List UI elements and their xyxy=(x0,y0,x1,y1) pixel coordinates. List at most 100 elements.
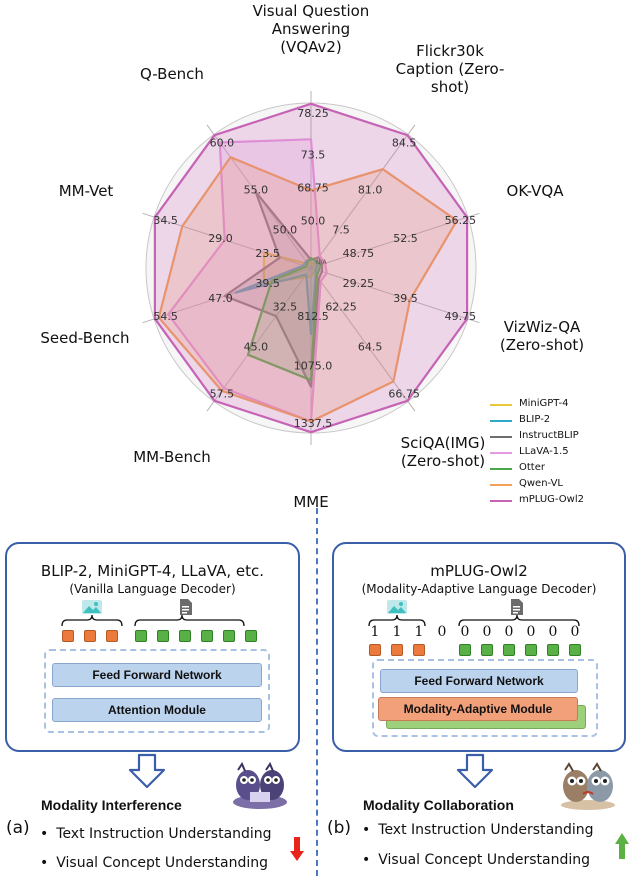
axis-label: OK-VQA xyxy=(507,182,565,200)
attention-block: Attention Module xyxy=(52,698,262,722)
down-arrow-icon xyxy=(128,753,166,789)
token-braces xyxy=(368,614,580,627)
tick-label: 84.5 xyxy=(392,137,417,150)
legend-label: Otter xyxy=(519,462,545,473)
down-arrow-icon xyxy=(456,753,494,789)
tick-label: 52.5 xyxy=(393,232,418,245)
axis-label: MM-Bench xyxy=(133,448,211,466)
bullet-visual-concept-left: •Visual Concept Understanding xyxy=(40,855,269,871)
tick-label: 1075.0 xyxy=(294,359,333,372)
image-token xyxy=(369,644,381,656)
series-mplug-owl2 xyxy=(153,102,469,434)
tick-label: 62.25 xyxy=(325,301,357,314)
document-icon xyxy=(511,599,523,615)
tick-label: 78.25 xyxy=(297,107,329,120)
tick-label: 45.0 xyxy=(244,341,269,354)
up-arrow-icon xyxy=(615,833,629,859)
right-panel-subtitle: (Modality-Adaptive Language Decoder) xyxy=(361,582,597,596)
modality-flag: 0 xyxy=(437,624,447,640)
legend-swatch xyxy=(490,484,512,486)
tick-label: 55.0 xyxy=(244,183,269,196)
text-token xyxy=(503,644,515,656)
legend-swatch xyxy=(490,452,512,454)
modality-flag: 0 xyxy=(460,624,470,640)
tick-label: 39.5 xyxy=(393,292,418,305)
ffn-block: Feed Forward Network xyxy=(52,663,262,687)
tick-label: 7.5 xyxy=(332,223,350,236)
vanilla-decoder-panel: BLIP-2, MiniGPT-4, LLaVA, etc. (Vanilla … xyxy=(5,542,300,752)
legend-label: MiniGPT-4 xyxy=(519,398,569,409)
tick-label: 50.0 xyxy=(301,214,326,227)
left-panel-subtitle: (Vanilla Language Decoder) xyxy=(69,582,236,596)
panel-b-label: (b) xyxy=(327,818,352,838)
radar-chart: 50.068.7573.578.257.581.084.548.7552.556… xyxy=(40,2,584,510)
tick-label: 39.5 xyxy=(255,277,280,290)
axis-line xyxy=(310,124,416,269)
axis-line xyxy=(310,212,480,269)
tick-label: 29.0 xyxy=(208,232,233,245)
text-token xyxy=(481,644,493,656)
legend-swatch xyxy=(490,420,512,422)
owl-icon xyxy=(233,761,287,809)
series-blip-2 xyxy=(234,257,319,336)
text-token xyxy=(201,630,213,642)
tick-label: 56.25 xyxy=(445,214,477,227)
image-token xyxy=(62,630,74,642)
text-token xyxy=(245,630,257,642)
legend-swatch xyxy=(490,436,512,438)
modality-adaptive-module: Modality-Adaptive Module xyxy=(378,697,578,721)
owl-icon xyxy=(561,762,615,810)
series-qwen-vl xyxy=(157,156,458,423)
center-label: N/A xyxy=(316,259,328,266)
image-token xyxy=(391,644,403,656)
down-arrow-icon xyxy=(290,837,304,861)
document-icon xyxy=(180,599,192,615)
tick-label: 50.0 xyxy=(273,223,298,236)
text-token xyxy=(135,630,147,642)
ffn-block: Feed Forward Network xyxy=(380,669,578,693)
series-otter xyxy=(246,257,322,382)
legend-label: BLIP-2 xyxy=(519,414,551,425)
axis-label: SciQA(IMG)(Zero-shot) xyxy=(401,434,486,470)
axis-line xyxy=(142,212,312,269)
panel-a-label: (a) xyxy=(6,818,30,838)
text-token xyxy=(179,630,191,642)
token-braces xyxy=(61,614,245,627)
tick-label: 812.5 xyxy=(297,310,329,323)
text-token xyxy=(525,644,537,656)
bullet-visual-concept-right: •Visual Concept Understanding xyxy=(362,852,591,868)
modality-flag: 0 xyxy=(482,624,492,640)
tick-label: 81.0 xyxy=(358,183,383,196)
axis-label: MME xyxy=(293,493,328,510)
tick-label: 48.75 xyxy=(343,247,375,260)
image-token xyxy=(84,630,96,642)
modality-flag: 0 xyxy=(570,624,580,640)
tick-label: 1337.5 xyxy=(294,417,333,430)
modality-flag: 1 xyxy=(414,624,424,640)
tick-label: 64.5 xyxy=(358,341,383,354)
image-token xyxy=(106,630,118,642)
panel-divider xyxy=(316,508,318,876)
tick-label: 73.5 xyxy=(301,148,326,161)
axis-line xyxy=(310,267,480,324)
legend-label: Qwen-VL xyxy=(519,478,563,489)
legend-swatch xyxy=(490,500,512,502)
bullet-text-instruction-left: •Text Instruction Understanding xyxy=(40,826,272,842)
image-icon xyxy=(387,600,407,614)
modality-flag: 1 xyxy=(370,624,380,640)
tick-label: 57.5 xyxy=(210,387,235,400)
tick-label: 54.5 xyxy=(153,310,178,323)
legend-label: mPLUG-Owl2 xyxy=(519,494,584,505)
modality-flag: 0 xyxy=(548,624,558,640)
series-instructblip xyxy=(223,190,324,388)
tick-label: 47.0 xyxy=(208,292,233,305)
axis-label: VizWiz-QA(Zero-shot) xyxy=(500,318,584,354)
text-token xyxy=(547,644,559,656)
modality-adaptive-decoder-panel: mPLUG-Owl2 (Modality-Adaptive Language D… xyxy=(332,542,626,752)
axis-label: Q-Bench xyxy=(140,65,204,83)
tick-label: 49.75 xyxy=(445,310,477,323)
axis-label: Seed-Bench xyxy=(40,329,129,347)
tick-label: 34.5 xyxy=(153,214,178,227)
